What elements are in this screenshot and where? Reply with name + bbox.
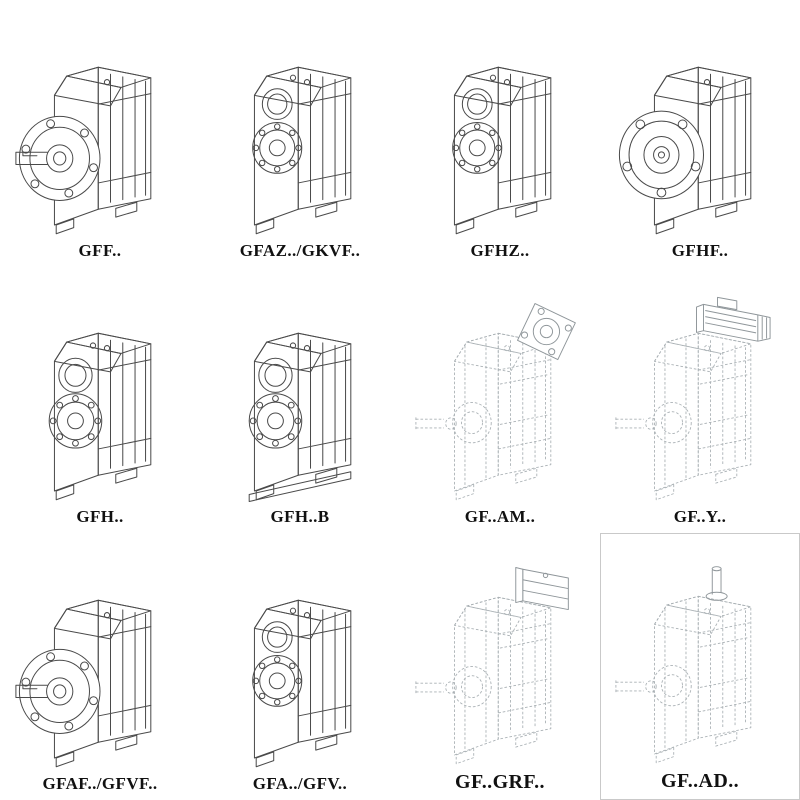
product-cell-gfaz-gkvf: GFAZ../GKVF.. — [200, 0, 400, 267]
gearbox-adapter-block-drawing — [412, 557, 588, 769]
product-cell-gfa-gfv: GFA../GFV.. — [200, 533, 400, 800]
product-cell-gf-y: GF..Y.. — [600, 267, 800, 534]
gearbox-flange-shaft-drawing — [12, 560, 188, 772]
gearbox-flange-shaft-drawing — [12, 27, 188, 239]
gearbox-shaft-mounted-drawing — [12, 293, 188, 505]
gearbox-hollow-shaft-drawing — [212, 560, 388, 772]
model-label-gf-am: GF..AM.. — [464, 507, 536, 527]
model-label-gff: GFF.. — [78, 240, 122, 260]
product-cell-gfaf-gfvf: GFAF../GFVF.. — [0, 533, 200, 800]
gearbox-top-input-drawing — [612, 556, 788, 768]
model-label-gfh: GFH.. — [76, 507, 124, 527]
model-label-gf-grf: GF..GRF.. — [455, 770, 545, 793]
model-label-gfaz-gkvf: GFAZ../GKVF.. — [239, 240, 361, 260]
product-cell-gf-grf: GF..GRF.. — [400, 533, 600, 800]
product-cell-gf-am: GF..AM.. — [400, 267, 600, 534]
gearbox-hollow-shaft-drawing — [412, 27, 588, 239]
model-label-gfhf: GFHF.. — [671, 240, 729, 260]
gearbox-shaft-mounted-base-drawing — [212, 293, 388, 505]
gearbox-hollow-shaft-drawing — [212, 27, 388, 239]
model-label-gfaf-gfvf: GFAF../GFVF.. — [42, 773, 158, 793]
model-label-gfa-gfv: GFA../GFV.. — [252, 773, 348, 793]
model-label-gf-ad: GF..AD.. — [660, 769, 740, 792]
product-cell-gfhf: GFHF.. — [600, 0, 800, 267]
product-cell-gf-ad: GF..AD.. — [600, 533, 800, 800]
product-cell-gff: GFF.. — [0, 0, 200, 267]
model-label-gf-y: GF..Y.. — [673, 507, 727, 527]
product-cell-gfh: GFH.. — [0, 267, 200, 534]
product-cell-gfhz: GFHZ.. — [400, 0, 600, 267]
gearbox-with-motor-drawing — [612, 293, 788, 505]
product-cell-gfh-b: GFH..B — [200, 267, 400, 534]
model-label-gfh-b: GFH..B — [270, 507, 330, 527]
model-label-gfhz: GFHZ.. — [470, 240, 530, 260]
gearbox-iec-adapter-drawing — [412, 293, 588, 505]
gearbox-large-flange-drawing — [612, 27, 788, 239]
